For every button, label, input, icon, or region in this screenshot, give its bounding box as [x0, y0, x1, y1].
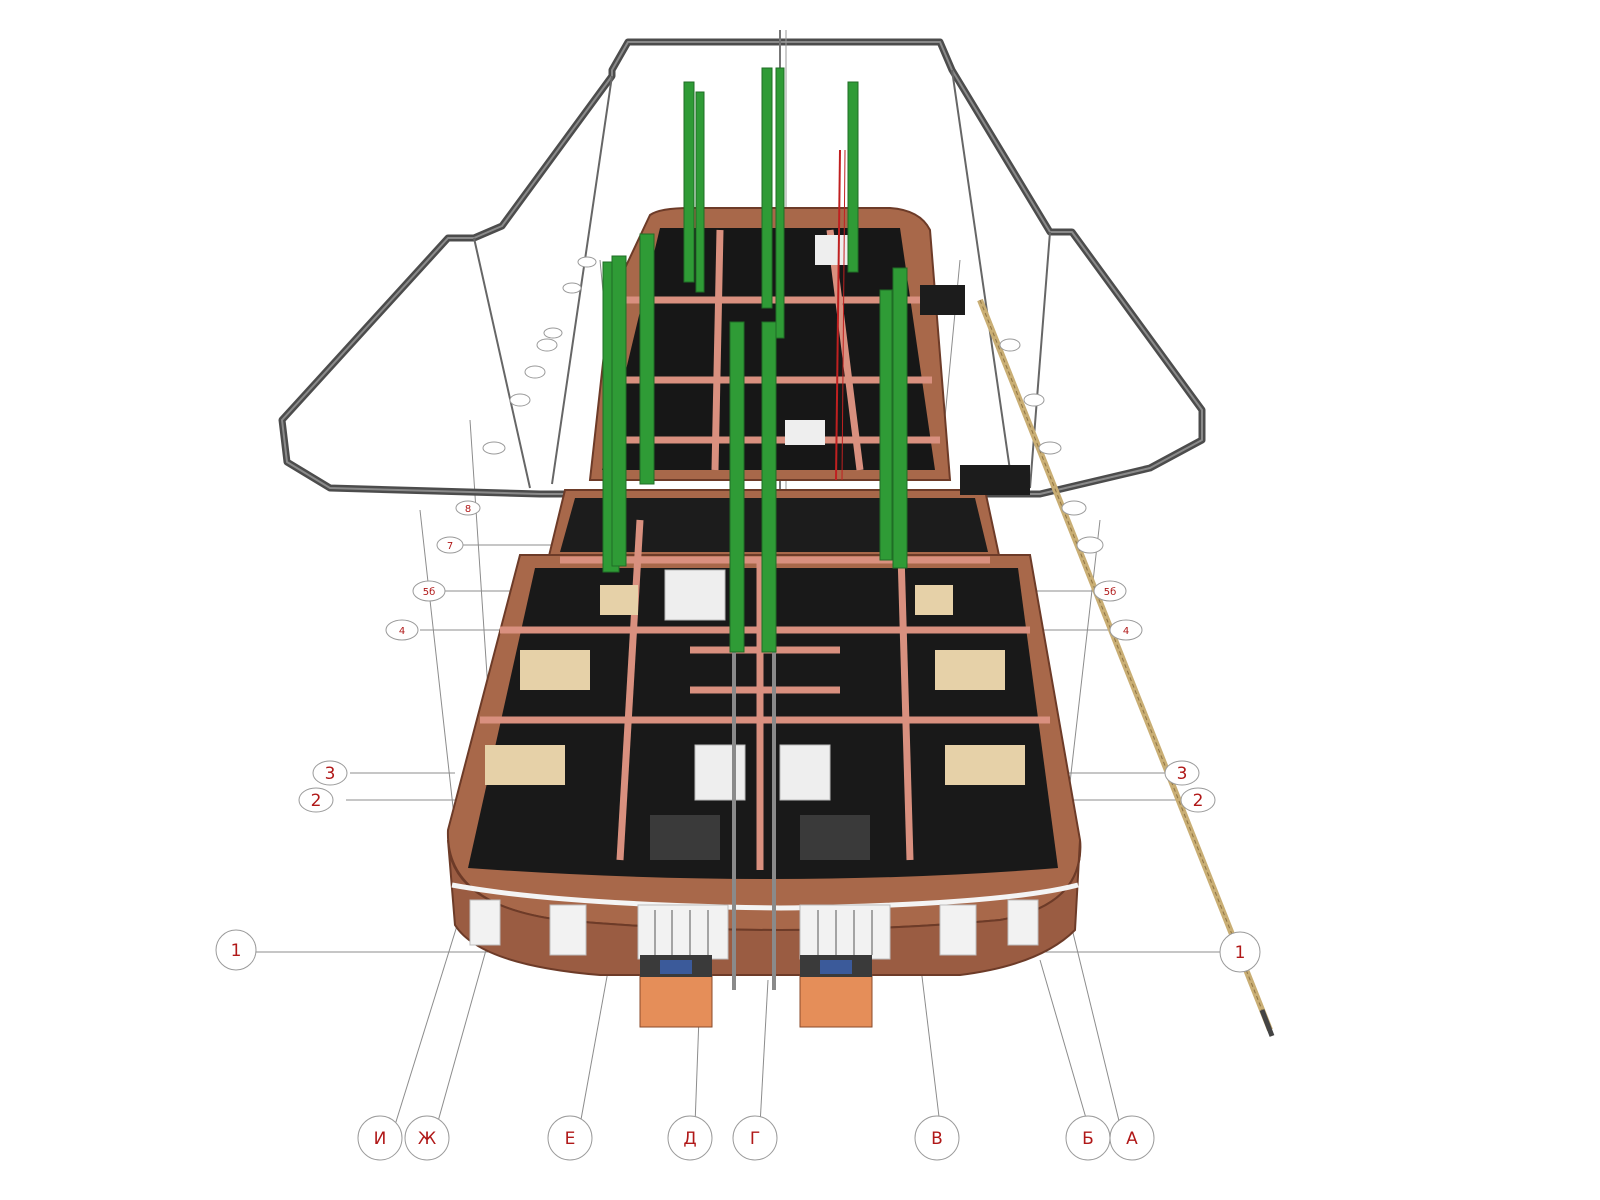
- svg-text:3: 3: [325, 764, 336, 784]
- entrance-vestibules: [639, 955, 873, 1028]
- svg-text:1: 1: [1235, 943, 1246, 963]
- axis-V: В: [914, 1115, 960, 1161]
- furniture: [485, 235, 1025, 860]
- bottom-axis-labels: И Ж Е Д Г В Б А: [357, 1115, 1155, 1161]
- left-axis-4: 4: [385, 619, 419, 641]
- axis-B: Б: [1065, 1115, 1111, 1161]
- svg-text:Д: Д: [683, 1129, 696, 1149]
- axis-A: А: [1109, 1115, 1155, 1161]
- svg-text:8: 8: [465, 504, 471, 515]
- risers: [732, 149, 1275, 1037]
- right-axis-labels: 1 2 3 4 5б: [999, 338, 1261, 973]
- axis-D: Д: [667, 1115, 713, 1161]
- svg-text:А: А: [1126, 1129, 1138, 1149]
- right-axis-2: 2: [1180, 787, 1216, 813]
- svg-text:3: 3: [1177, 764, 1188, 784]
- svg-text:5б: 5б: [423, 587, 436, 598]
- svg-text:Г: Г: [750, 1129, 760, 1149]
- axis-G: Г: [732, 1115, 778, 1161]
- ventilation-ducts: [602, 67, 908, 653]
- svg-text:В: В: [931, 1129, 943, 1149]
- left-axis-3: 3: [312, 760, 348, 786]
- left-axis-5b: 5б: [412, 580, 446, 602]
- svg-text:И: И: [374, 1129, 387, 1149]
- left-axis-8: 8: [455, 500, 481, 516]
- left-axis-1: 1: [215, 929, 257, 971]
- svg-text:2: 2: [1193, 791, 1204, 811]
- facade-windows: [469, 899, 1039, 960]
- svg-text:4: 4: [1123, 626, 1129, 637]
- svg-text:Е: Е: [565, 1129, 576, 1149]
- svg-text:2: 2: [311, 791, 322, 811]
- right-axis-3: 3: [1164, 760, 1200, 786]
- left-axis-7: 7: [436, 536, 464, 554]
- svg-text:4: 4: [399, 626, 405, 637]
- right-axis-1: 1: [1219, 931, 1261, 973]
- left-axis-labels: 1 2 3 4 5б 7 8: [215, 256, 597, 971]
- svg-text:Б: Б: [1082, 1129, 1094, 1149]
- svg-text:5б: 5б: [1104, 587, 1117, 598]
- axis-Zh: Ж: [404, 1115, 450, 1161]
- axis-E: Е: [547, 1115, 593, 1161]
- left-axis-2: 2: [298, 787, 334, 813]
- svg-text:Ж: Ж: [418, 1129, 436, 1149]
- axis-I: И: [357, 1115, 403, 1161]
- right-axis-4: 4: [1109, 619, 1143, 641]
- svg-text:1: 1: [231, 941, 242, 961]
- svg-text:7: 7: [447, 541, 453, 552]
- right-axis-5b: 5б: [1093, 580, 1127, 602]
